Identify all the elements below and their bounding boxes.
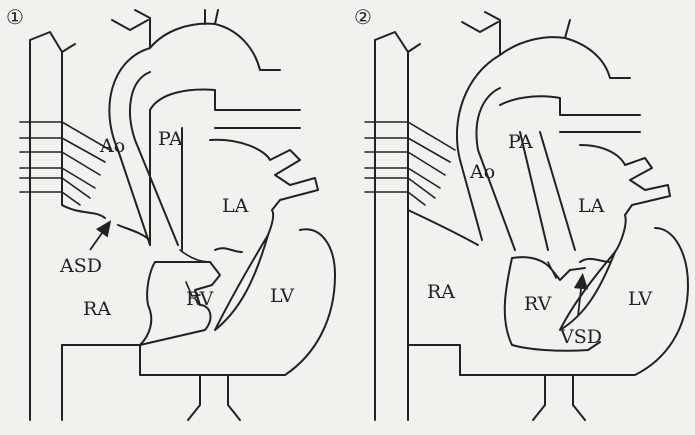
panel-2-inferior-vessels xyxy=(533,375,585,420)
panel-1-label-rv: RV xyxy=(186,288,214,310)
panel-1-label-ao: Ao xyxy=(99,135,125,157)
panel-2-vena-cava xyxy=(375,32,420,420)
panel-2-pulmonary-veins-right xyxy=(365,122,455,205)
panel-1-vena-cava xyxy=(30,32,75,420)
panel-1-label-lv: LV xyxy=(270,285,294,307)
panel-2-label-rv: RV xyxy=(524,293,552,315)
panel-2-label-ra: RA xyxy=(427,281,455,303)
panel-2-label-ao: Ao xyxy=(469,161,495,183)
panel-1-label-asd: ASD xyxy=(59,255,102,277)
panel-2-label-lv: LV xyxy=(628,288,652,310)
panel-2: ② xyxy=(354,5,688,420)
panel-1-pulmonary-veins-right xyxy=(20,122,110,205)
panel-2-label-vsd: VSD xyxy=(559,326,602,348)
panel-1: ① xyxy=(6,5,335,420)
panel-1-asd-arrow xyxy=(90,226,107,250)
panel-2-pulmonary-artery xyxy=(500,96,640,250)
panel-1-inferior-vessels xyxy=(188,375,240,420)
panel-1-label-pa: PA xyxy=(158,128,183,150)
panel-2-number: ② xyxy=(354,5,372,29)
panel-1-number: ① xyxy=(6,5,24,29)
panel-1-pulmonary-artery xyxy=(150,90,300,250)
panel-2-label-pa: PA xyxy=(508,131,533,153)
panel-1-left-heart xyxy=(140,140,335,375)
panel-1-label-ra: RA xyxy=(83,298,111,320)
panel-2-label-la: LA xyxy=(578,195,605,217)
panel-1-label-la: LA xyxy=(222,195,249,217)
